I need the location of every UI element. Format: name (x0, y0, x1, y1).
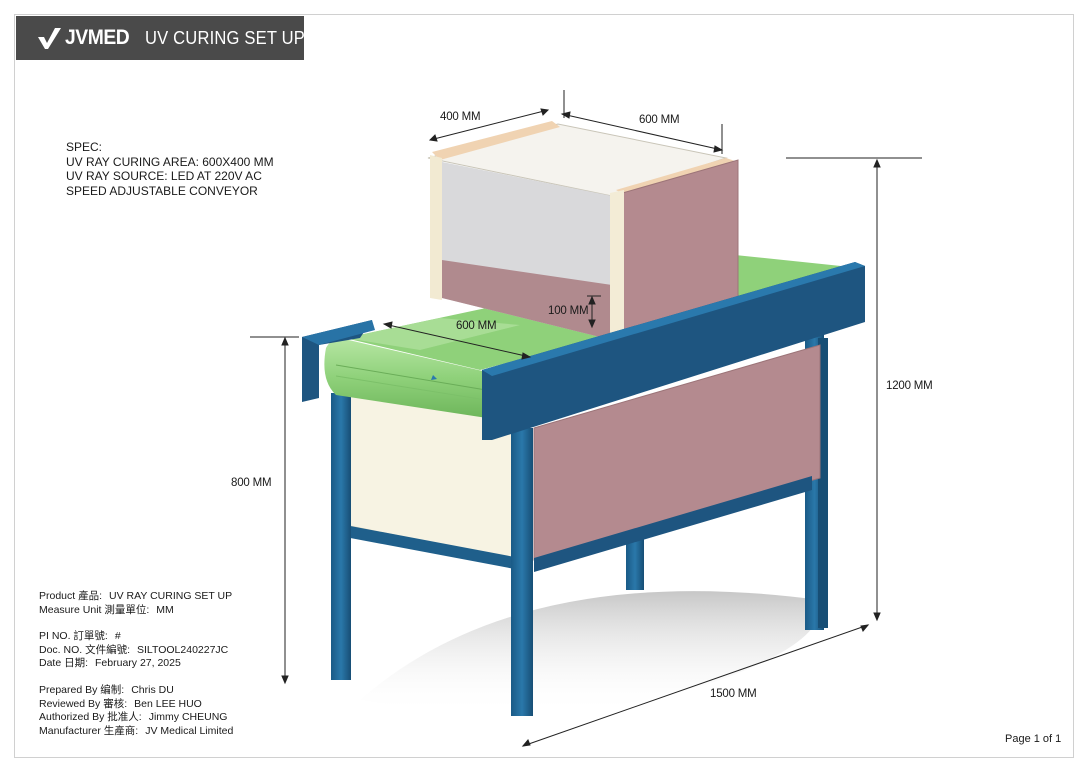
prepared-label: Prepared By 编制: (39, 684, 125, 696)
logo: JVMED (36, 26, 135, 50)
date-value: February 27, 2025 (95, 657, 181, 669)
product-info: Product 產品: UV RAY CURING SET UP Measure … (39, 590, 232, 617)
spec-block: SPEC: UV RAY CURING AREA: 600X400 MM UV … (66, 140, 274, 198)
title-banner: JVMED UV CURING SET UP (16, 16, 305, 60)
spec-line: SPEED ADJUSTABLE CONVEYOR (66, 183, 258, 198)
page-number: Page 1 of 1 (1005, 733, 1062, 745)
document-info: PI NO. 訂單號: # Doc. NO. 文件編號: SILTOOL240227… (39, 630, 228, 671)
authorized-label: Authorized By 批准人: (39, 711, 142, 723)
pi-label: PI NO. 訂單號: (39, 630, 108, 642)
manufacturer-label: Manufacturer 生產商: (39, 724, 139, 737)
product-value: UV RAY CURING SET UP (109, 590, 233, 602)
front-conveyor-rail (482, 262, 865, 440)
document-title: UV CURING SET UP (144, 27, 305, 48)
left-side-rail (302, 320, 375, 402)
reviewed-label: Reviewed By 審核: (39, 697, 128, 710)
dim-belt-width: 600 MM (456, 320, 497, 332)
reviewed-value: Ben LEE HUO (134, 697, 202, 710)
prepared-value: Chris DU (131, 684, 174, 696)
doc-label: Doc. NO. 文件編號: (39, 643, 131, 656)
dim-total-height: 1200 MM (886, 380, 933, 392)
dimension-lines (250, 90, 922, 747)
front-legs (331, 393, 533, 716)
approval-info: Prepared By 编制: Chris DU Reviewed By 審核: B… (39, 684, 233, 738)
dim-hood-width: 600 MM (639, 114, 680, 126)
spec-heading: SPEC: (66, 140, 103, 154)
manufacturer-value: JV Medical Limited (145, 724, 234, 737)
lower-rails (345, 476, 812, 572)
dim-total-length: 1500 MM (710, 688, 757, 700)
side-panel (533, 344, 821, 561)
doc-value: SILTOOL240227JC (137, 643, 229, 656)
unit-label: Measure Unit 測量單位: (39, 603, 150, 616)
dim-gap-height: 100 MM (548, 305, 589, 317)
product-label: Product 產品: (39, 590, 103, 602)
dim-table-height: 800 MM (231, 477, 272, 489)
checkmark-logo-icon (38, 28, 61, 49)
uv-hood (427, 121, 739, 340)
spec-line: UV RAY CURING AREA: 600X400 MM (66, 154, 274, 169)
direction-marker (431, 375, 437, 380)
floor-shadow (360, 591, 821, 714)
dim-hood-depth: 400 MM (440, 111, 481, 123)
conveyor-roller (324, 338, 487, 418)
authorized-value: Jimmy CHEUNG (148, 711, 228, 723)
unit-value: MM (156, 603, 174, 616)
pi-value: # (114, 630, 121, 642)
page-frame (14, 14, 1074, 758)
date-label: Date 日期: (39, 657, 89, 669)
spec-line: UV RAY SOURCE: LED AT 220V AC (66, 169, 262, 183)
brand-name: JVMED (65, 26, 130, 49)
